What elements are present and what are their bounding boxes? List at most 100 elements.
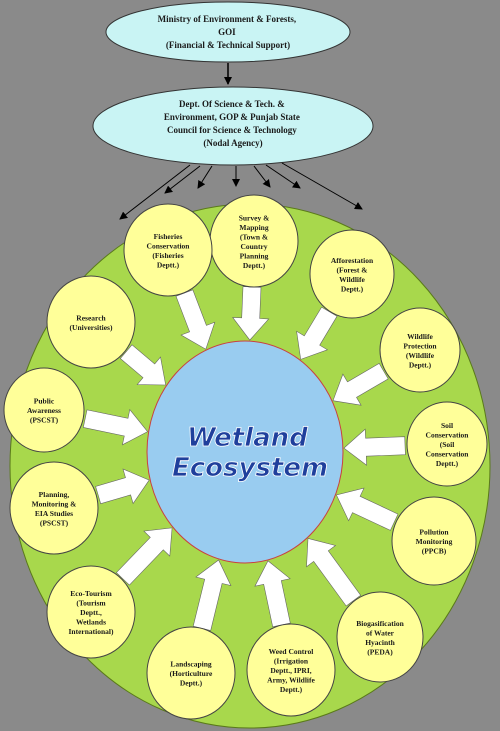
sat-planning-line: (PSCST): [40, 518, 69, 527]
svg-text:Ministry of Environment & Fore: Ministry of Environment & Forests, GOI (…: [158, 14, 299, 50]
fan-arrow: [164, 165, 201, 194]
fan-arrow: [253, 165, 271, 188]
ministry-line-1: Ministry of Environment & Forests,: [158, 14, 296, 24]
inward-arrows: [82, 286, 406, 631]
sat-eco-tourism-line: Eco-Tourism: [70, 589, 112, 598]
sat-research-line: (Universities): [70, 323, 113, 332]
inward-arrow: [296, 306, 338, 360]
wetland-center-ellipse: [146, 340, 344, 564]
sat-survey-line: Mapping: [239, 223, 268, 232]
sat-afforestation-line: Wildlife: [339, 275, 365, 284]
inward-arrow: [115, 527, 173, 586]
sat-planning: Planning,Monitoring &EIA Studies(PSCST): [9, 461, 99, 555]
inward-arrow: [175, 289, 216, 350]
sat-wildlife-line: (Wildlife: [406, 351, 435, 360]
sat-biogasification-line: of Water: [366, 628, 395, 637]
inward-arrow: [95, 468, 150, 505]
sat-landscaping-line: Deptt.): [180, 679, 203, 688]
sat-research-line: Research: [76, 313, 106, 322]
ministry-ellipse: [105, 1, 351, 63]
svg-text:Wetland Ecosystem: Wetland Ecosystem: [172, 423, 328, 483]
sat-weed-control-line: Weed Control: [269, 647, 314, 656]
sat-weed-control-line: (Irrigation: [274, 657, 309, 666]
sat-soil-line: Conservation: [426, 450, 470, 459]
fan-arrow: [197, 165, 213, 189]
sat-eco-tourism-line: Deptt.,: [80, 608, 102, 617]
inward-arrow: [332, 362, 389, 406]
sat-soil-line: Deptt.): [436, 459, 459, 468]
sat-research-circle: [46, 275, 136, 369]
agency-line-4: (Nodal Agency): [203, 138, 262, 148]
sat-afforestation-circle: [309, 229, 395, 319]
sat-pollution-line: Pollution: [419, 528, 449, 537]
agency-fan-arrows: [119, 162, 363, 220]
sat-survey-line: Country: [240, 242, 267, 251]
sat-wildlife-line: Wildlife: [407, 332, 433, 341]
sat-pollution-line: (PPCB): [422, 547, 447, 556]
sat-afforestation-line: (Forest &: [337, 265, 368, 274]
sat-fisheries-line: Deptt.): [157, 260, 180, 269]
sat-public-awareness-line: Awareness: [27, 406, 61, 415]
sat-afforestation-line: Afforestation: [331, 256, 374, 265]
agency-line-2: Environment, GOP & Punjab State: [164, 112, 300, 122]
inward-arrow: [306, 538, 362, 607]
sat-soil-circle: [406, 401, 488, 487]
sat-survey-line: Deptt.): [243, 261, 266, 270]
sat-public-awareness-line: (PSCST): [30, 416, 59, 425]
sat-public-awareness-line: Public: [34, 397, 55, 406]
nodal-agency-node: Dept. Of Science & Tech. & Environment, …: [92, 86, 374, 166]
agency-line-1: Dept. Of Science & Tech. &: [179, 99, 285, 109]
sat-landscaping-circle: [146, 626, 236, 720]
sat-wildlife-line: Protection: [403, 341, 437, 350]
sat-survey-line: Survey &: [239, 213, 270, 222]
sat-eco-tourism-line: Wetlands: [76, 618, 106, 627]
sat-biogasification-line: (PEDA): [367, 647, 393, 656]
inward-arrow: [343, 428, 406, 466]
sat-wildlife-circle: [379, 307, 461, 393]
sat-planning-label: Planning,Monitoring &EIA Studies(PSCST): [32, 490, 77, 528]
sat-planning-line: EIA Studies: [35, 509, 73, 518]
sat-public-awareness-circle: [3, 367, 85, 453]
inward-arrow: [119, 344, 167, 386]
sat-research-label: Research(Universities): [70, 313, 113, 332]
sat-wildlife-line: Deptt.): [409, 360, 432, 369]
inward-arrow: [232, 286, 270, 341]
sat-planning-line: Planning,: [39, 490, 70, 499]
inward-arrow: [192, 559, 232, 631]
sat-eco-tourism-line: International): [69, 627, 115, 636]
sat-fisheries-line: Conservation: [147, 241, 191, 250]
sat-soil-line: Soil: [441, 421, 453, 430]
center-title-line-2: Ecosystem: [172, 453, 328, 483]
sat-eco-tourism-circle: [46, 565, 136, 659]
ministry-node: Ministry of Environment & Forests, GOI (…: [105, 1, 351, 63]
sat-weed-control-line: Deptt.): [280, 685, 303, 694]
sat-weed-control-line: Army, Wildlife: [267, 676, 315, 685]
sat-survey-line: (Town &: [240, 232, 268, 241]
fan-arrow: [265, 164, 301, 189]
sat-landscaping-line: Landscaping: [170, 660, 212, 669]
sat-planning-circle: [9, 461, 99, 555]
sat-soil-line: (Soil: [440, 440, 455, 449]
fan-arrow: [119, 164, 191, 220]
inward-arrow: [82, 408, 149, 446]
sat-landscaping-line: (Horticulture: [170, 669, 213, 678]
sat-survey-line: Planning: [240, 251, 269, 260]
sat-fisheries-circle: [123, 203, 213, 297]
